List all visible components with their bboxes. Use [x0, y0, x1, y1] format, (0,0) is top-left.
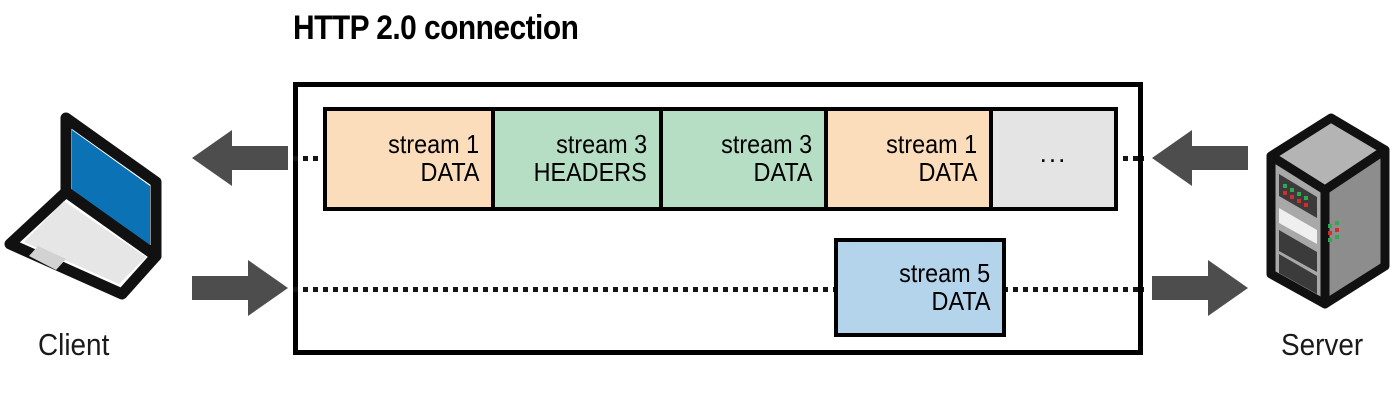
upstream-channel-line [293, 287, 1144, 292]
server-tower-icon [1253, 104, 1393, 322]
frame-type-label: DATA [931, 285, 990, 316]
server-label: Server [1281, 327, 1364, 362]
frame-block-ellipsis: ... [993, 111, 1114, 207]
frame-type-label: HEADERS [533, 157, 647, 187]
page-title: HTTP 2.0 connection [293, 9, 579, 47]
frame-stream-label: ... [1039, 138, 1068, 169]
frame-stream-label: stream 3 [555, 129, 647, 160]
frame-type-label: DATA [753, 157, 812, 187]
frame-stream-label: stream 1 [387, 129, 479, 160]
frame-type-label: DATA [918, 157, 977, 187]
upstream-frame-block: stream 5 DATA [834, 238, 1006, 337]
frame-stream-label: stream 5 [898, 257, 990, 288]
frame-type-label: DATA [420, 157, 479, 187]
frame-stream-label: stream 3 [720, 129, 812, 160]
arrow-left-client-inbound [192, 128, 288, 188]
arrow-right-client-outbound [192, 258, 288, 318]
client-label: Client [38, 327, 110, 362]
arrow-right-server-inbound [1152, 258, 1248, 318]
arrow-left-server-outbound [1152, 128, 1248, 188]
frame-stream-label: stream 1 [885, 129, 977, 160]
laptop-icon [4, 104, 180, 314]
